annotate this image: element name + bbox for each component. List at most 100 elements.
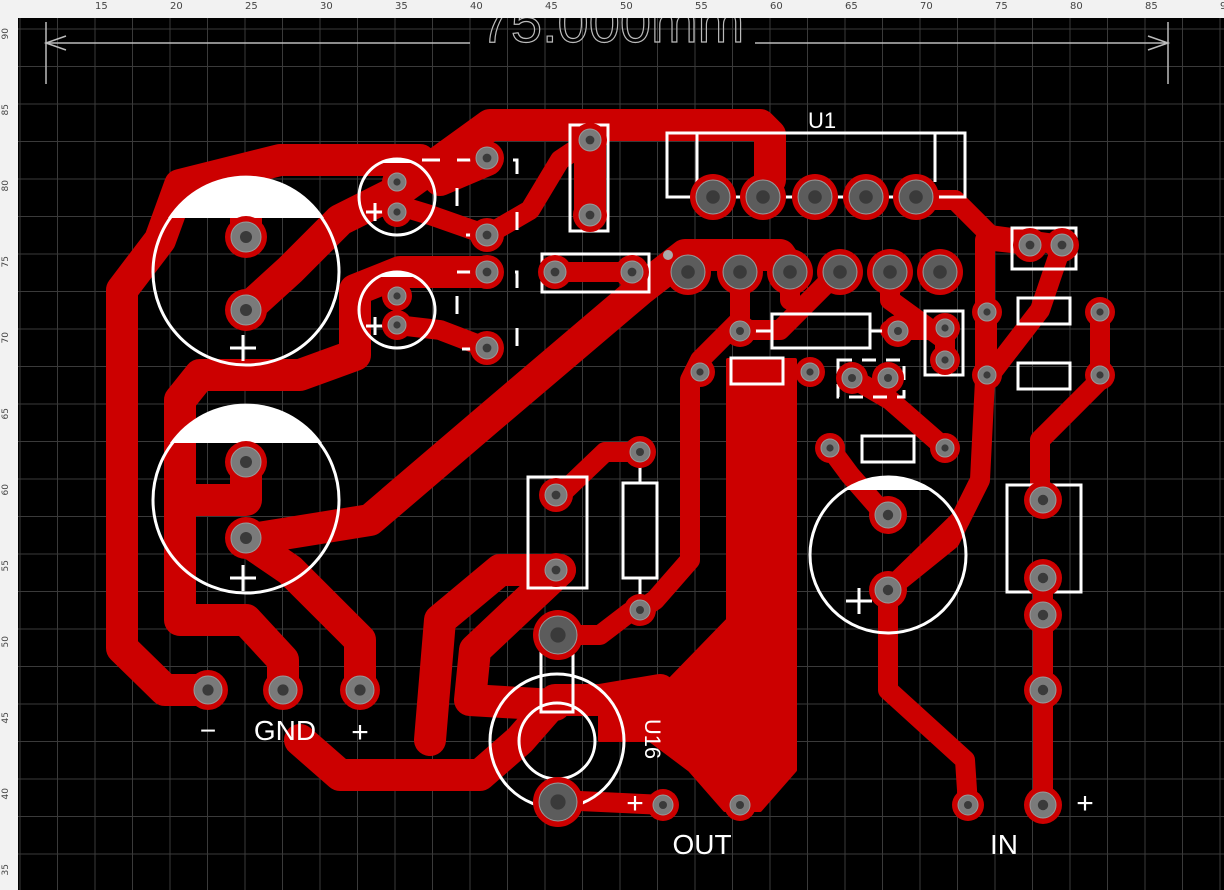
pad-hole <box>941 356 949 364</box>
pad-hole <box>1037 572 1049 584</box>
pad-hole <box>1037 494 1049 506</box>
ruler-left-tick: 60 <box>1 484 11 496</box>
trace-top-conn <box>477 130 600 245</box>
pad-hole <box>884 374 892 382</box>
ruler-top-tick: 45 <box>545 1 558 12</box>
right-cap-band <box>846 477 930 490</box>
pad-hole <box>983 371 991 379</box>
pad-hole <box>482 230 492 240</box>
pad-hole <box>240 532 252 544</box>
ruler-top-tick: 75 <box>995 1 1008 12</box>
c-box-mid <box>526 475 589 590</box>
small-r-2 <box>836 358 906 399</box>
pad-hole <box>826 444 834 452</box>
pad-hole <box>240 456 252 468</box>
ruler-top-tick: 65 <box>845 1 858 12</box>
pad-hole <box>482 267 492 277</box>
trace-in <box>1030 300 1110 510</box>
small-r-4 <box>923 309 965 377</box>
ruler-top-tick: 40 <box>470 1 483 12</box>
pad-hole <box>783 265 797 279</box>
pad-hole <box>240 231 252 243</box>
pad-hole <box>202 684 214 696</box>
pad-hole <box>1057 240 1067 250</box>
pad-hole <box>636 606 644 614</box>
ruler-top: 15202530354045505560657075808590 <box>0 0 1224 18</box>
pad-hole <box>882 584 894 596</box>
u16-label: U16 <box>640 719 665 759</box>
minus-label: − <box>200 715 216 746</box>
plus-label: + <box>351 716 369 749</box>
pad-hole <box>883 265 897 279</box>
ruler-left-tick: 35 <box>1 864 11 876</box>
pad-hole <box>1096 308 1104 316</box>
pad-hole <box>240 304 252 316</box>
pad-hole <box>393 208 401 216</box>
pad-hole <box>354 684 366 696</box>
silkscreen-layer <box>43 22 1171 810</box>
pad-hole <box>696 368 704 376</box>
gnd-label: GND <box>254 715 316 746</box>
pad-hole <box>1096 371 1104 379</box>
c-box-1 <box>455 158 519 237</box>
pad-hole <box>808 190 822 204</box>
ruler-left-tick: 75 <box>1 256 11 268</box>
pad-hole <box>882 509 894 521</box>
pad-hole <box>585 210 595 220</box>
pad-hole <box>482 343 492 353</box>
small-r-3 <box>860 434 916 464</box>
small-r-6 <box>1016 296 1072 326</box>
dimension-line <box>43 22 1171 84</box>
pad-hole <box>550 794 566 810</box>
ruler-top-tick: 50 <box>620 1 633 12</box>
out-plus-label: + <box>626 787 644 820</box>
pad-hole <box>393 178 401 186</box>
pad-hole <box>736 327 744 335</box>
ruler-top-tick: 70 <box>920 1 933 12</box>
trace-mid-vertical <box>454 554 576 721</box>
pad-hole <box>833 265 847 279</box>
pad-hole <box>859 190 873 204</box>
in-plus-label: + <box>1076 787 1094 820</box>
pad-hole <box>706 190 720 204</box>
pad-hole <box>551 490 561 500</box>
small-cap-1-band <box>380 158 414 163</box>
pad-hole <box>983 308 991 316</box>
pads-layer <box>188 123 1115 827</box>
pad-hole <box>736 801 744 809</box>
pad-hole <box>733 265 747 279</box>
pad-hole <box>659 801 667 809</box>
small-cap-2-band <box>380 272 414 277</box>
small-cap-2-outline <box>357 270 437 350</box>
ruler-top-tick: 60 <box>770 1 783 12</box>
pad-hole <box>627 267 637 277</box>
ruler-top-tick: 35 <box>395 1 408 12</box>
pad-hole <box>1037 684 1049 696</box>
ruler-left-tick: 70 <box>1 332 11 344</box>
pad-hole <box>933 265 947 279</box>
ruler-left-tick: 80 <box>1 180 11 192</box>
ruler-left-tick: 65 <box>1 408 11 420</box>
trace-plus <box>230 524 376 706</box>
via <box>663 250 673 260</box>
ruler-top-tick: 30 <box>320 1 333 12</box>
ruler-top-tick: 90 <box>1220 1 1224 12</box>
pad-hole <box>393 321 401 329</box>
pad-hole <box>585 135 595 145</box>
ruler-left-tick: 40 <box>1 788 11 800</box>
pad-hole <box>550 627 566 643</box>
pad-hole <box>277 684 289 696</box>
pad-hole <box>756 190 770 204</box>
pad-hole <box>806 368 814 376</box>
ruler-left-tick: 85 <box>1 104 11 116</box>
out-label: OUT <box>672 829 731 860</box>
pad-hole <box>964 801 972 809</box>
pad-hole <box>393 292 401 300</box>
pad-hole <box>894 327 902 335</box>
ruler-left-tick: 90 <box>1 28 11 40</box>
trace-right-small2 <box>980 235 1072 385</box>
pad-hole <box>909 190 923 204</box>
ruler-top-tick: 55 <box>695 1 708 12</box>
big-cap-2-band <box>170 403 322 443</box>
